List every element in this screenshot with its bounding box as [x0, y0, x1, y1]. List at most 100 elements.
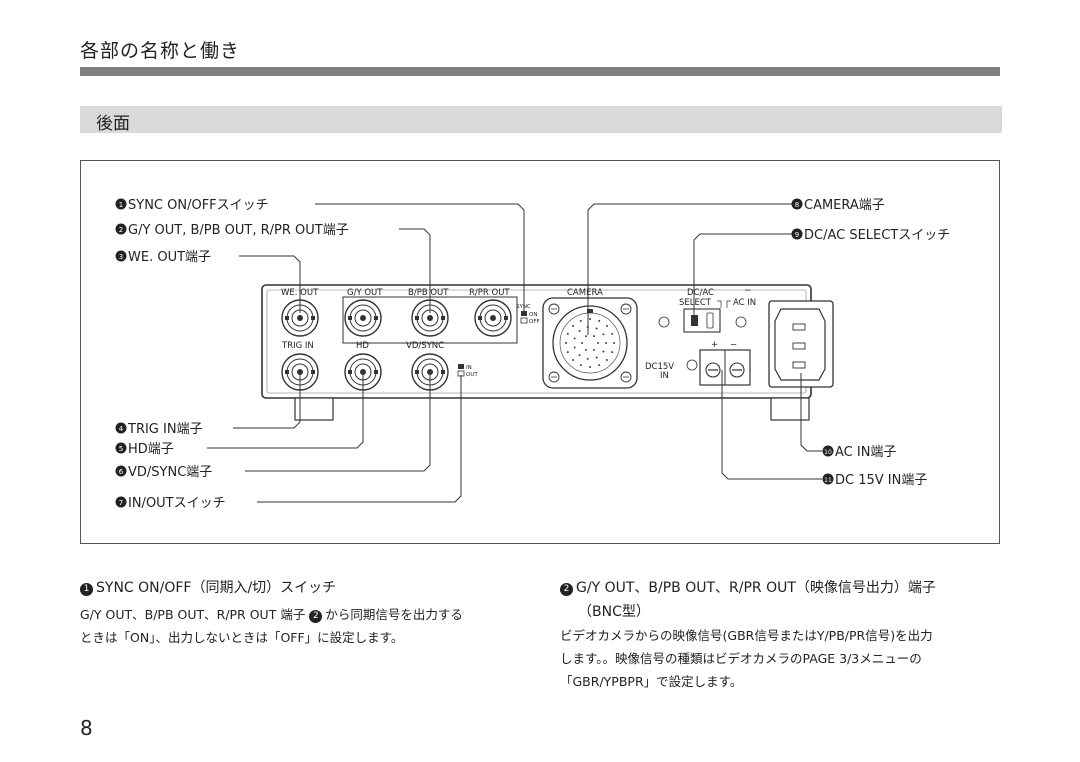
- camera-pin: [578, 354, 581, 357]
- callout-3-label: WE. OUT端子: [128, 250, 211, 265]
- description-2-body: ビデオカメラからの映像信号(GBR信号またはY/PB/PR信号)を出力 します。…: [560, 628, 933, 689]
- callout-5-num: 5: [119, 445, 123, 453]
- camera-pin: [602, 333, 605, 336]
- panel-dc-ac: DC/AC: [687, 288, 714, 298]
- hd-bnc[interactable]: [344, 353, 382, 391]
- camera-pin: [605, 342, 607, 344]
- camera-pin: [602, 350, 605, 353]
- bnc-connectors: [281, 299, 512, 391]
- callout-7-num: 7: [119, 499, 123, 507]
- panel-on: ON: [529, 312, 537, 318]
- camera-pin: [579, 319, 582, 322]
- callout-6-label: VD/SYNC端子: [128, 465, 212, 480]
- camera-pin: [595, 356, 598, 359]
- camera-pin: [572, 325, 575, 328]
- panel-hd: HD: [356, 341, 369, 351]
- camera-pin: [595, 327, 598, 330]
- callout-6-num: 6: [119, 468, 124, 476]
- gy-out-bnc[interactable]: [344, 299, 382, 337]
- sync-switch-off: [520, 317, 528, 324]
- description-2-subheading: （BNC型）: [578, 604, 650, 620]
- camera-pin: [598, 364, 601, 367]
- bpb-out-bnc[interactable]: [411, 299, 449, 337]
- callout-4-num: 4: [119, 425, 124, 433]
- callout-2-num: 2: [119, 226, 123, 234]
- rear-panel-figure: WE. OUT G/Y OUT B/PB OUT R/PR OUT TRIG I…: [80, 160, 1000, 544]
- panel-sync: SYNC: [516, 304, 531, 310]
- camera-pin: [605, 325, 608, 328]
- camera-pin: [578, 329, 581, 332]
- callout-3-num: 3: [119, 253, 123, 261]
- panel-in: IN: [466, 365, 472, 371]
- description-1-ref-num: 2: [309, 610, 323, 623]
- camera-pin: [613, 342, 615, 344]
- camera-key: [587, 309, 593, 313]
- callout-4-label: TRIG IN端子: [127, 422, 203, 437]
- description-1-num: 1: [80, 583, 93, 596]
- panel-dc-in: IN: [660, 371, 669, 381]
- section-title: 後面: [96, 114, 130, 134]
- camera-pin: [581, 342, 583, 344]
- camera-pin: [611, 332, 614, 335]
- camera-pin: [566, 351, 569, 354]
- camera-pin: [598, 319, 601, 322]
- camera-pin: [573, 337, 576, 340]
- device-foot-right: [770, 397, 810, 421]
- panel-camera: CAMERA: [567, 288, 603, 298]
- camera-pin: [593, 335, 595, 338]
- callout-9-num: 9: [795, 231, 799, 239]
- camera-pin: [585, 335, 587, 338]
- vd-sync-bnc[interactable]: [411, 353, 449, 391]
- panel-ac-in: AC IN: [733, 298, 756, 308]
- panel-off: OFF: [529, 319, 540, 325]
- camera-pin: [566, 332, 569, 335]
- camera-pin: [593, 348, 595, 351]
- panel-out: OUT: [466, 372, 478, 378]
- camera-pin: [597, 342, 599, 344]
- camera-pin: [589, 318, 591, 320]
- callout-8-num: 8: [795, 201, 799, 209]
- panel-trig-in: TRIG IN: [281, 341, 314, 351]
- rpr-out-bnc[interactable]: [474, 299, 512, 337]
- device-foot-left: [294, 397, 334, 421]
- description-2-num: 2: [560, 583, 573, 596]
- callout-8-label: CAMERA端子: [804, 198, 885, 213]
- page-title: 各部の名称と働き: [80, 40, 241, 62]
- rear-panel-diagram: WE. OUT G/Y OUT B/PB OUT R/PR OUT TRIG I…: [115, 198, 950, 511]
- camera-pin: [579, 364, 582, 367]
- callout-7-label: IN/OUTスイッチ: [128, 496, 226, 511]
- callout-11-num: 11: [824, 477, 832, 484]
- camera-pin: [585, 348, 587, 351]
- panel-select: SELECT: [679, 298, 712, 308]
- callout-10-num: 10: [824, 449, 832, 456]
- inout-switch-in: [458, 364, 464, 369]
- camera-pin: [565, 342, 567, 344]
- callout-10-label: AC IN端子: [835, 445, 896, 460]
- panel-minus: −: [730, 340, 737, 350]
- camera-pin: [572, 358, 575, 361]
- camera-pin: [611, 351, 614, 354]
- callout-1-label: SYNC ON/OFFスイッチ: [128, 198, 269, 213]
- callout-5-label: HD端子: [128, 442, 174, 457]
- trig-in-bnc[interactable]: [281, 353, 319, 391]
- camera-pins: [565, 309, 615, 368]
- section-bar: 後面: [80, 106, 1002, 134]
- camera-pin: [573, 346, 576, 349]
- page-number: 8: [80, 716, 93, 740]
- camera-screws: [548, 303, 632, 383]
- panel-gy-out: G/Y OUT: [347, 288, 383, 298]
- callout-11-label: DC 15V IN端子: [835, 473, 927, 488]
- panel-rpr-out: R/PR OUT: [469, 288, 510, 298]
- panel-tilde: ~: [744, 286, 751, 296]
- camera-pin: [589, 366, 591, 368]
- callout-1-num: 1: [119, 201, 123, 209]
- panel-plus: +: [711, 340, 718, 350]
- camera-pin: [586, 357, 589, 360]
- dc-ac-select-switch: [683, 308, 721, 333]
- panel-bpb-out: B/PB OUT: [408, 288, 449, 298]
